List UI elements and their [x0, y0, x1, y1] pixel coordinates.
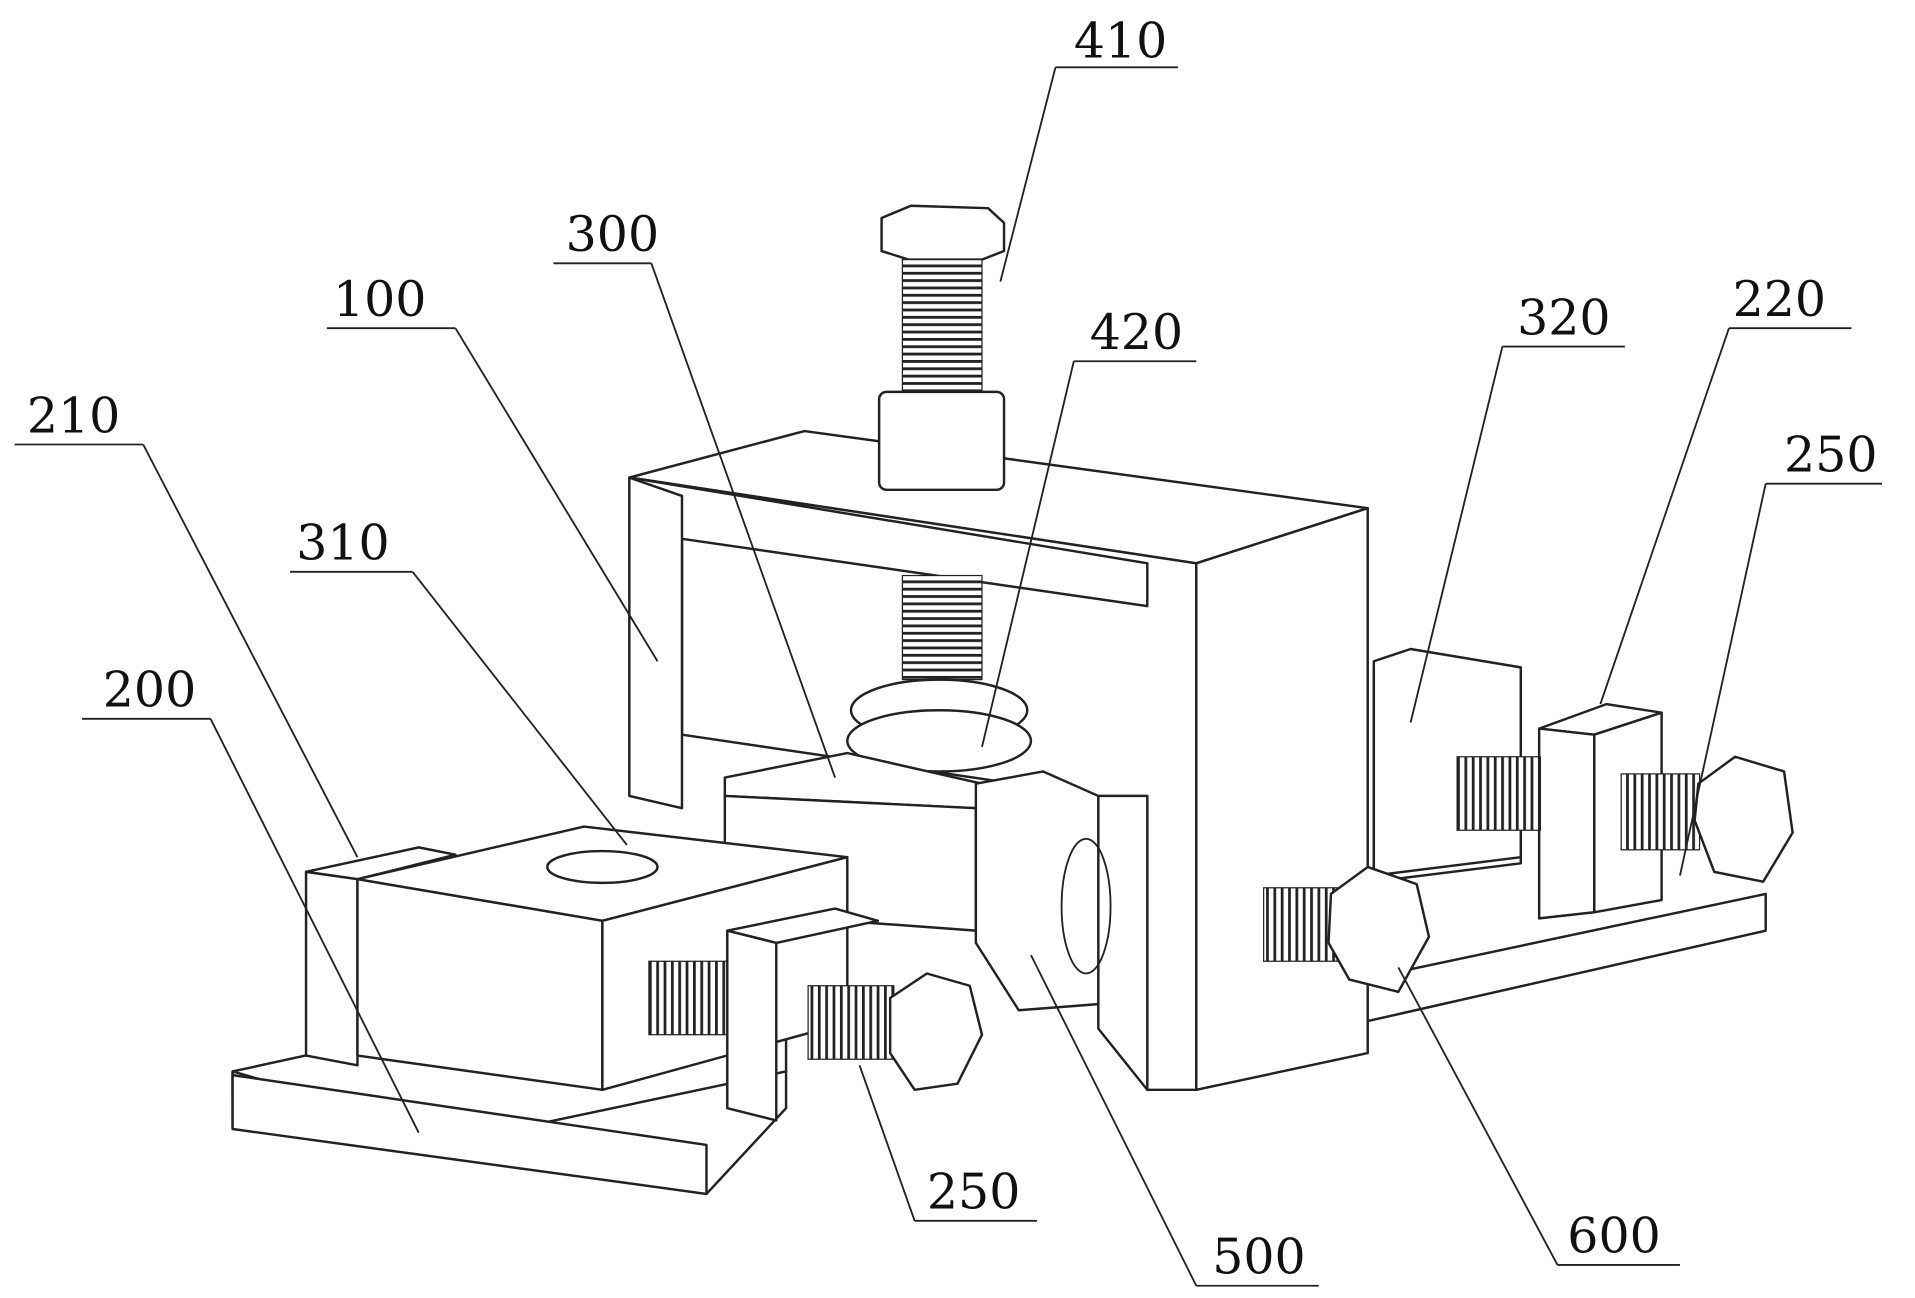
- label-220: 220: [1600, 271, 1851, 704]
- svg-text:600: 600: [1567, 1208, 1660, 1265]
- label-410: 410: [1000, 13, 1178, 282]
- svg-text:100: 100: [333, 271, 426, 328]
- svg-text:310: 310: [296, 515, 389, 572]
- label-250-bottom: 250: [860, 1065, 1038, 1221]
- svg-text:300: 300: [566, 206, 659, 263]
- svg-text:250: 250: [927, 1164, 1020, 1221]
- svg-text:420: 420: [1090, 304, 1183, 361]
- svg-text:500: 500: [1212, 1229, 1305, 1286]
- label-600: 600: [1398, 967, 1680, 1265]
- svg-text:210: 210: [27, 387, 120, 444]
- label-100: 100: [327, 271, 658, 661]
- clamp-block-320: [1374, 649, 1793, 918]
- svg-text:320: 320: [1517, 289, 1610, 346]
- label-210: 210: [15, 387, 358, 857]
- svg-text:410: 410: [1074, 13, 1167, 70]
- svg-text:200: 200: [103, 662, 196, 719]
- svg-text:220: 220: [1733, 271, 1826, 328]
- svg-text:250: 250: [1784, 426, 1877, 483]
- label-310: 310: [290, 515, 627, 845]
